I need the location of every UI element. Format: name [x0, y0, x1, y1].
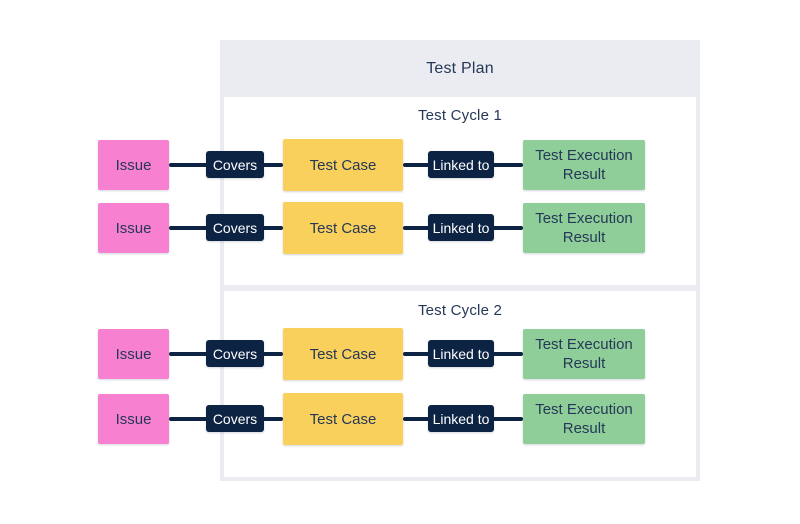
issue-node: Issue — [98, 140, 169, 190]
test-execution-result-node: Test Execution Result — [523, 329, 645, 379]
issue-node: Issue — [98, 203, 169, 253]
test-plan-title: Test Plan — [426, 59, 494, 77]
test-cycle-1-title: Test Cycle 1 — [417, 107, 503, 124]
covers-edge-label: Covers — [206, 214, 264, 241]
test-execution-result-node: Test Execution Result — [523, 394, 645, 444]
linked-to-edge-label: Linked to — [428, 214, 494, 241]
test-case-node: Test Case — [283, 393, 403, 445]
test-execution-result-node: Test Execution Result — [523, 140, 645, 190]
test-case-node: Test Case — [283, 139, 403, 191]
linked-to-edge-label: Linked to — [428, 340, 494, 367]
test-execution-result-node: Test Execution Result — [523, 203, 645, 253]
linked-to-edge-label: Linked to — [428, 151, 494, 178]
covers-edge-label: Covers — [206, 151, 264, 178]
covers-edge-label: Covers — [206, 340, 264, 367]
linked-to-edge-label: Linked to — [428, 405, 494, 432]
issue-node: Issue — [98, 329, 169, 379]
test-cycle-2-panel — [224, 291, 696, 477]
test-case-node: Test Case — [283, 202, 403, 254]
issue-node: Issue — [98, 394, 169, 444]
test-cycle-2-title: Test Cycle 2 — [417, 302, 503, 319]
covers-edge-label: Covers — [206, 405, 264, 432]
test-case-node: Test Case — [283, 328, 403, 380]
